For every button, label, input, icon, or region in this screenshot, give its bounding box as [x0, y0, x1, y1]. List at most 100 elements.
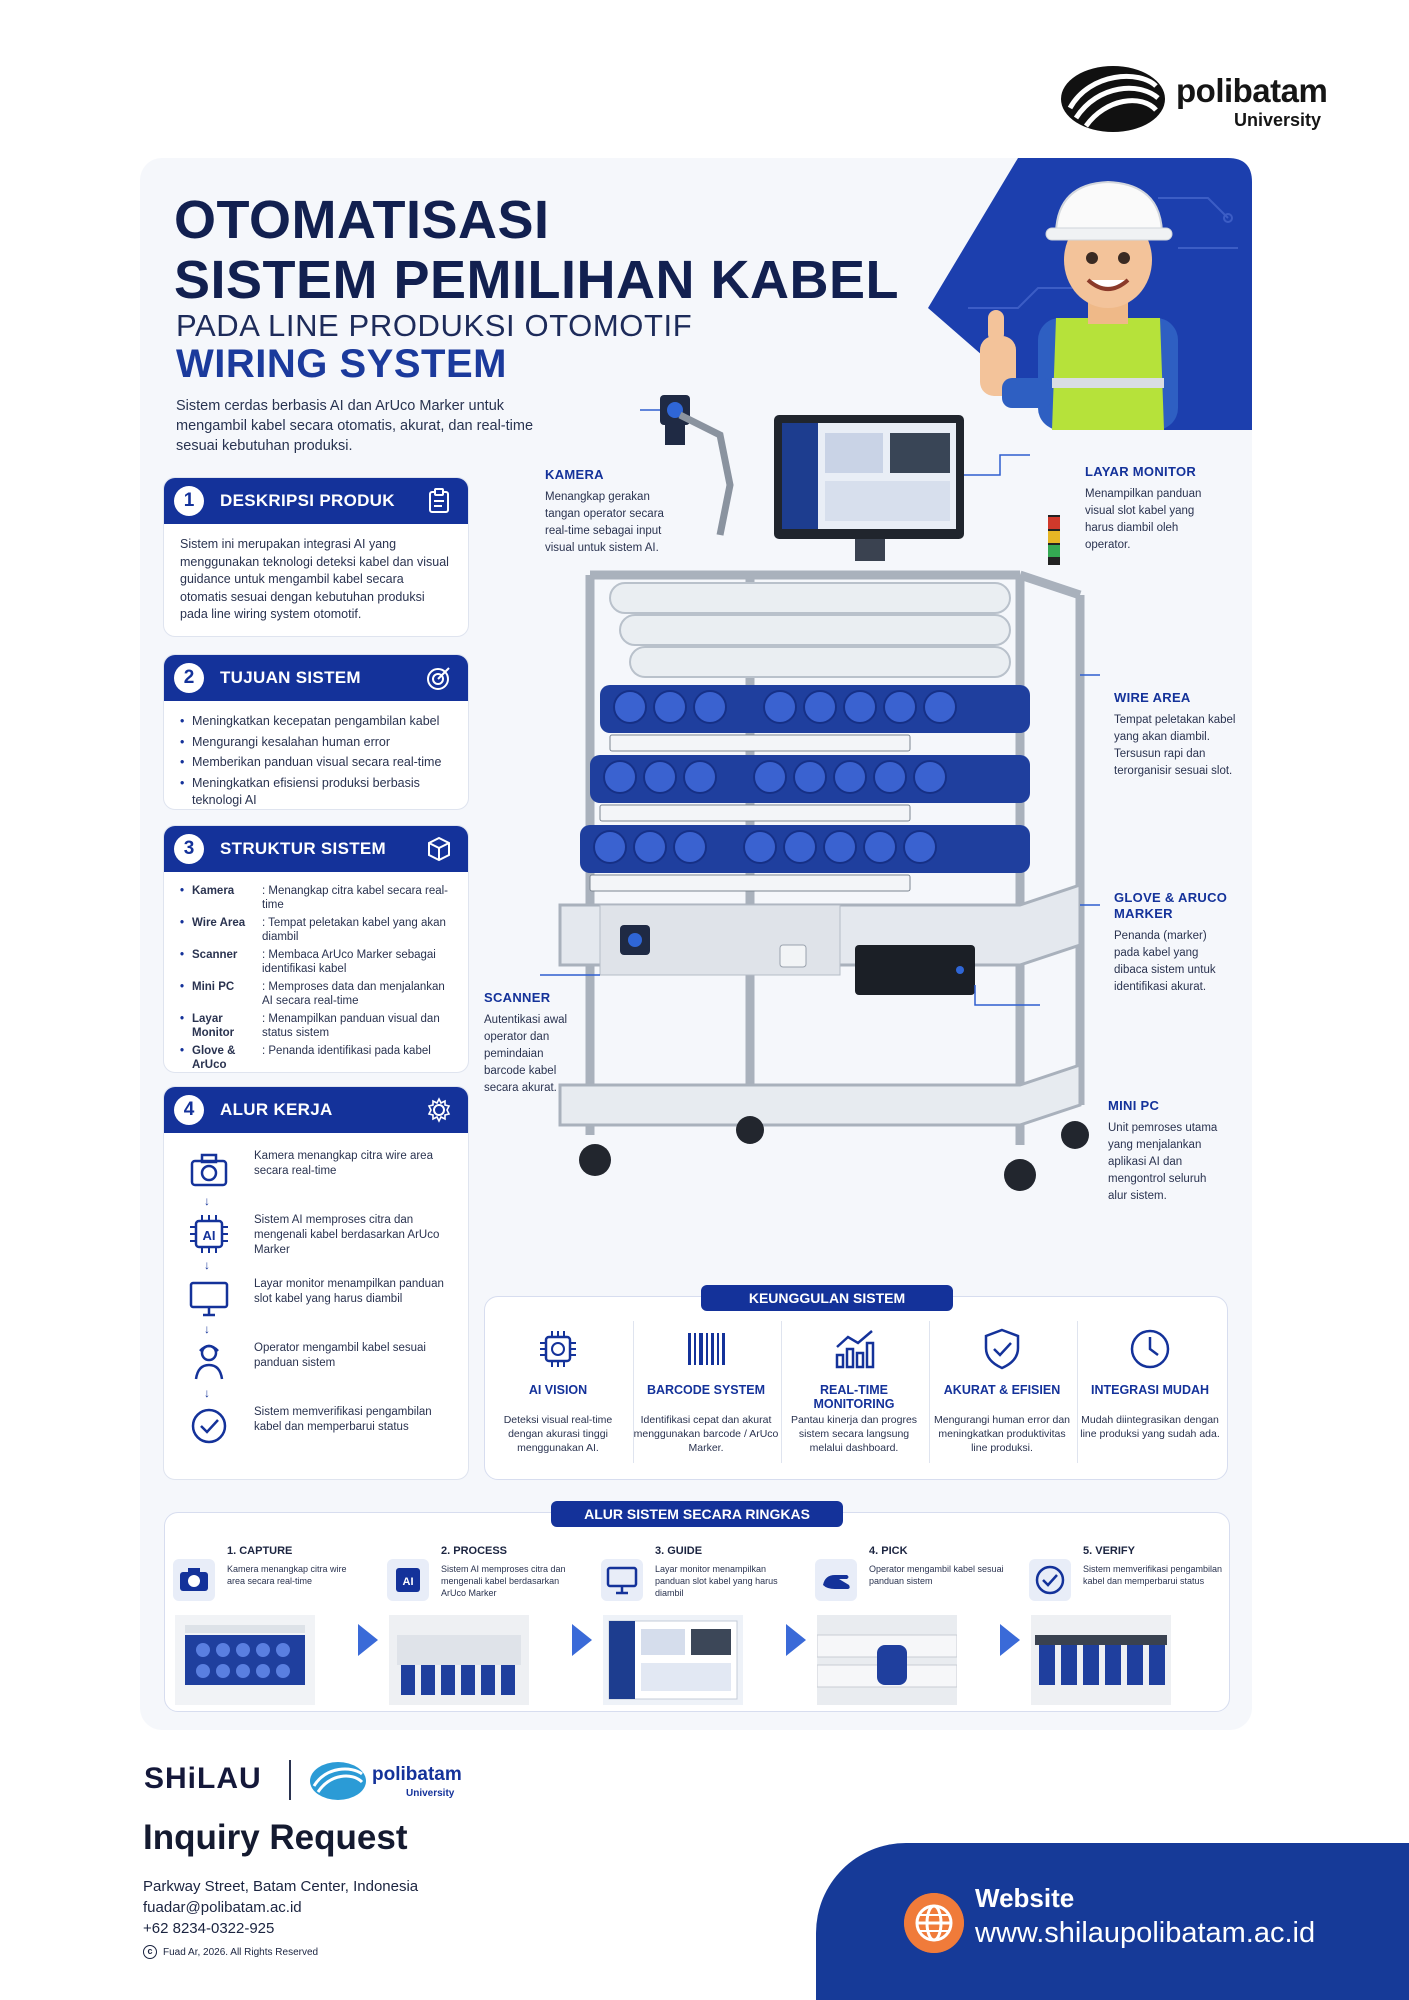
- marker-scan-thumbnail: [389, 1615, 529, 1705]
- callout-text: Unit pemroses utama yang menjalankan apl…: [1108, 1122, 1218, 1202]
- callout-title: GLOVE & ARUCO MARKER: [1114, 890, 1228, 921]
- svg-text:AI: AI: [203, 1228, 216, 1243]
- flow-step-text: Sistem AI memproses citra dan mengenali …: [441, 1564, 566, 1598]
- contact-email[interactable]: fuadar@polibatam.ac.id: [143, 1899, 302, 1916]
- section-body: Sistem ini merupakan integrasi AI yang m…: [180, 537, 449, 621]
- contact-phone[interactable]: +62 8234-0322-925: [143, 1920, 275, 1937]
- goal-item: Mengurangi kesalahan human error: [180, 734, 452, 752]
- goal-item: Meningkatkan efisiensi produksi berbasis…: [180, 775, 452, 810]
- poster-title-line2: SISTEM PEMILIHAN KABEL: [174, 250, 900, 310]
- hand-icon: [815, 1559, 857, 1601]
- section-title: ALUR KERJA: [220, 1100, 333, 1119]
- structure-key: Glove & ArUco Marker: [180, 1044, 262, 1072]
- ai-chip-icon: AI: [387, 1559, 429, 1601]
- footer-logo-subtitle: University: [406, 1788, 455, 1799]
- section-number: 4: [174, 1095, 204, 1125]
- section-system-structure: 3 STRUKTUR SISTEM Kamera: Menangkap citr…: [163, 825, 469, 1073]
- arrow-down-icon: ↓: [204, 1322, 210, 1336]
- flow-step-title: 4. PICK: [869, 1545, 908, 1557]
- section-title: TUJUAN SISTEM: [220, 668, 361, 687]
- advantage-title: INTEGRASI MUDAH: [1090, 1383, 1210, 1397]
- callout-text: Tempat peletakan kabel yang akan diambil…: [1114, 714, 1236, 777]
- camera-icon: [173, 1559, 215, 1601]
- cube-icon: [428, 836, 450, 862]
- pick-action-thumbnail: [817, 1615, 957, 1705]
- footer-divider: [289, 1760, 291, 1800]
- engineer-mascot-illustration: [928, 158, 1252, 430]
- divider: [1077, 1321, 1078, 1463]
- structure-row: Layar Monitor: Menampilkan panduan visua…: [180, 1012, 452, 1040]
- chip-icon: [540, 1331, 576, 1367]
- contact-info: Parkway Street, Batam Center, Indonesia …: [143, 1876, 418, 1939]
- polibatam-swoosh-icon: [1061, 66, 1165, 132]
- arrow-right-icon: [786, 1624, 806, 1656]
- cable-picking-station-illustration: [540, 395, 1100, 1191]
- verified-rack-thumbnail: [1031, 1615, 1171, 1705]
- chart-icon: [835, 1330, 875, 1369]
- section-number: 1: [174, 486, 204, 516]
- callout-kamera: KAMERA Menangkap gerakan tangan operator…: [545, 467, 685, 557]
- website-link[interactable]: www.shilaupolibatam.ac.id: [975, 1917, 1316, 1949]
- section-workflow: 4 ALUR KERJA Kamera menangkap citra wire…: [163, 1086, 469, 1480]
- dashboard-thumbnail: [603, 1615, 743, 1705]
- flow-step-text: Operator mengambil kabel sesuai panduan …: [869, 1564, 1004, 1586]
- logo-subtitle: University: [1234, 110, 1322, 130]
- goal-list: Meningkatkan kecepatan pengambilan kabel…: [180, 713, 452, 810]
- structure-key: Scanner: [180, 948, 262, 976]
- section-title: STRUKTUR SISTEM: [220, 839, 386, 858]
- advantage-item: AKURAT & EFISIEN Mengurangi human error …: [929, 1327, 1075, 1467]
- advantage-text: Identifikasi cepat dan akurat menggunaka…: [633, 1414, 779, 1454]
- divider: [781, 1321, 782, 1463]
- check-circle-icon: [191, 1408, 227, 1444]
- arrow-right-icon: [1000, 1624, 1020, 1656]
- flow-step-text: Sistem memverifikasi pengambilan kabel d…: [1083, 1564, 1223, 1586]
- advantage-title: REAL-TIME MONITORING: [813, 1383, 895, 1411]
- flow-step-title: 1. CAPTURE: [227, 1545, 293, 1557]
- advantage-text: Mudah diintegrasikan dengan line produks…: [1080, 1414, 1220, 1440]
- website-band[interactable]: Website www.shilaupolibatam.ac.id: [816, 1843, 1409, 2000]
- workflow-step-text: Operator mengambil kabel sesuai panduan …: [254, 1342, 426, 1369]
- arrow-down-icon: ↓: [204, 1194, 210, 1208]
- workflow-step: Operator mengambil kabel sesuai panduan …: [188, 1341, 444, 1405]
- callout-text: Menangkap gerakan tangan operator secara…: [545, 491, 664, 554]
- arrow-right-icon: [358, 1624, 378, 1656]
- callout-mini-pc: MINI PC Unit pemroses utama yang menjala…: [1108, 1098, 1228, 1205]
- ai-chip-icon: AI: [190, 1215, 228, 1253]
- structure-value: : Memproses data dan menjalankan AI seca…: [262, 981, 445, 1007]
- section-header: 2 TUJUAN SISTEM: [164, 655, 468, 701]
- callout-text: Penanda (marker) pada kabel yang dibaca …: [1114, 930, 1216, 993]
- callout-title: KAMERA: [545, 467, 604, 482]
- flow-step-title: 5. VERIFY: [1083, 1545, 1135, 1557]
- advantage-text: Pantau kinerja dan progres sistem secara…: [790, 1414, 918, 1454]
- section-number: 3: [174, 834, 204, 864]
- structure-value: : Menampilkan panduan visual dan status …: [262, 1013, 440, 1039]
- callout-glove-aruco: GLOVE & ARUCO MARKER Penanda (marker) pa…: [1114, 890, 1234, 996]
- arrow-right-icon: [572, 1624, 592, 1656]
- advantage-title: AI VISION: [528, 1383, 588, 1397]
- camera-icon: [190, 1153, 228, 1187]
- shield-check-icon: [984, 1328, 1020, 1370]
- flow-summary-heading: ALUR SISTEM SECARA RINGKAS: [551, 1501, 843, 1527]
- structure-value: : Membaca ArUco Marker sebagai identifik…: [262, 949, 436, 975]
- section-body: Kamera menangkap citra wire area secara …: [164, 1133, 468, 1479]
- advantages-heading: KEUNGGULAN SISTEM: [701, 1285, 953, 1311]
- callout-title: MINI PC: [1108, 1098, 1160, 1113]
- section-product-description: 1 DESKRIPSI PRODUK Sistem ini merupakan …: [163, 477, 469, 637]
- goal-item: Meningkatkan kecepatan pengambilan kabel: [180, 713, 452, 731]
- system-flow-summary: ALUR SISTEM SECARA RINGKAS 1. CAPTURE Ka…: [164, 1501, 1230, 1712]
- callout-layar-monitor: LAYAR MONITOR Menampilkan panduan visual…: [1085, 464, 1225, 554]
- structure-row: Kamera: Menangkap citra kabel secara rea…: [180, 884, 452, 912]
- workflow-step-text: Sistem memverifikasi pengambilan kabel d…: [254, 1406, 432, 1433]
- footer-logo-wordmark: polibatam: [372, 1764, 462, 1785]
- wire-rack-thumbnail: [175, 1615, 315, 1705]
- callout-title: LAYAR MONITOR: [1085, 464, 1197, 479]
- advantages-panel: KEUNGGULAN SISTEM AI VISION Deteksi visu…: [484, 1285, 1228, 1480]
- inquiry-heading: Inquiry Request: [143, 1818, 408, 1857]
- structure-key: Layar Monitor: [180, 1012, 262, 1040]
- check-circle-icon: [1029, 1559, 1071, 1601]
- callout-text: Menampilkan panduan visual slot kabel ya…: [1085, 488, 1202, 551]
- poster-title-line1: OTOMATISASI: [174, 190, 550, 250]
- poster-subtitle-highlight: WIRING SYSTEM: [176, 342, 507, 386]
- advantage-text: Deteksi visual real-time dengan akurasi …: [503, 1414, 613, 1454]
- divider: [929, 1321, 930, 1463]
